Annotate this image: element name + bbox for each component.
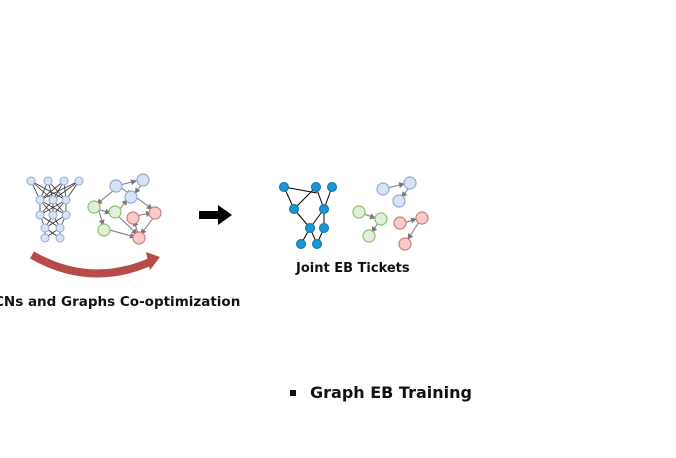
ticket-graph-edges — [363, 182, 420, 240]
ticket-network-nodes — [279, 182, 337, 249]
dense-graph-blue-nodes — [109, 173, 150, 204]
dense-network-nodes — [26, 176, 84, 243]
ticket-graph-red-nodes — [393, 211, 429, 251]
right-caption: Joint EB Tickets — [296, 261, 410, 276]
ticket-network-edges — [283, 186, 333, 245]
dense-graph-green-nodes — [87, 200, 122, 237]
ticket-graph-blue-nodes — [376, 176, 417, 208]
right-arrow-icon — [199, 205, 232, 225]
dense-graph-red-nodes — [126, 206, 162, 245]
ticket-graph-green-nodes — [352, 205, 388, 243]
bullet-item: Graph EB Training — [290, 383, 472, 402]
bullet-marker — [290, 389, 296, 396]
dense-network — [30, 180, 80, 239]
bullet-text: Graph EB Training — [310, 383, 472, 402]
curved-arrow-icon — [30, 251, 160, 278]
left-caption: CNs and Graphs Co-optimization — [0, 294, 241, 310]
